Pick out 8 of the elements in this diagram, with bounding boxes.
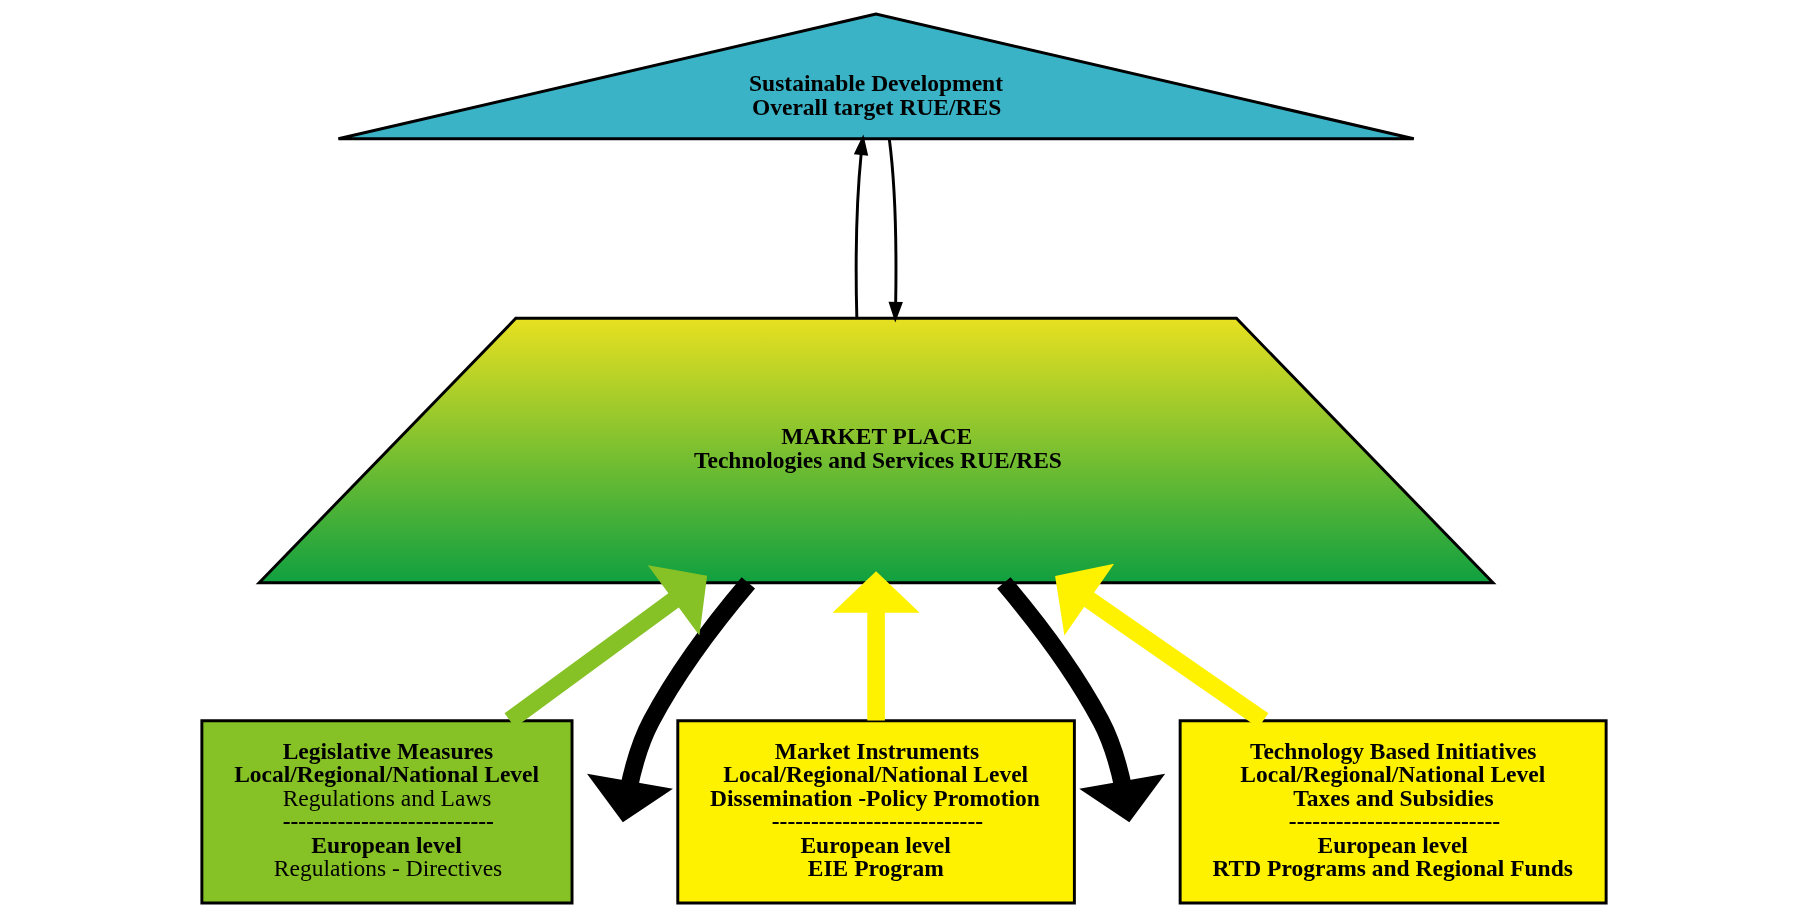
- node-box: Market Instruments Local/Regional/National Level Dissemination -Policy Promotion --------------------------- European level EIE Program: [675, 719, 1076, 905]
- arrow: [887, 138, 903, 323]
- node-box: Technology Based Initiatives Local/Regional/National Level Taxes and Subsidies --------------------------- European level RTD Programs and Regional Funds: [1178, 719, 1608, 905]
- arrow: [853, 134, 868, 319]
- node-box: Legislative Measures Local/Regional/National Level Regulations and Laws --------------------------- European level Regulations - Directives: [199, 719, 573, 905]
- arrow: [586, 577, 755, 823]
- arrow: [996, 577, 1165, 823]
- arrow: [831, 571, 920, 721]
